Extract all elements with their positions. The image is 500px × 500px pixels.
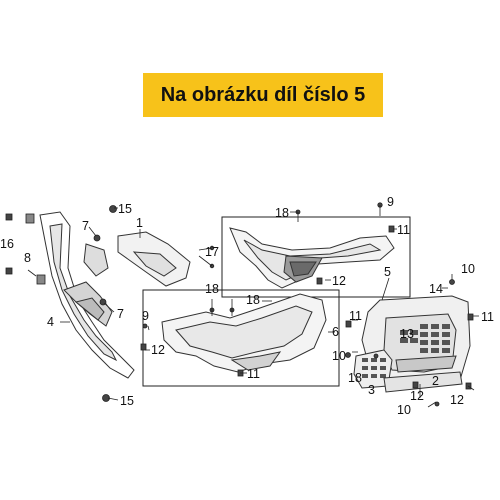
screw-9-mid <box>142 323 148 329</box>
clip-7-top <box>93 234 101 242</box>
callout-15-top: 15 <box>118 202 132 216</box>
callout-3: 3 <box>368 383 375 397</box>
callout-2: 2 <box>432 374 439 388</box>
nut-16-top <box>5 213 13 221</box>
callout-11-top: 11 <box>397 223 410 237</box>
callout-labels: 15 1 7 16 8 17 4 7 15 18 9 11 12 18 18 9… <box>0 195 494 417</box>
nut-12-right <box>412 381 419 389</box>
screw-10-bottom <box>434 401 440 407</box>
leader-lines <box>27 205 479 408</box>
callout-16: 16 <box>0 237 14 251</box>
callout-10-bottom: 10 <box>397 403 411 417</box>
callout-9-top: 9 <box>387 195 394 209</box>
callout-1: 1 <box>136 216 143 230</box>
nut-11-left <box>345 320 352 328</box>
callout-18-top: 18 <box>275 206 289 220</box>
grommet-8-bottom <box>36 274 46 285</box>
clip-18-low <box>373 353 379 359</box>
nut-12-top <box>316 277 323 285</box>
callout-10-top: 10 <box>461 262 475 276</box>
callout-18-mid2: 18 <box>246 293 260 307</box>
callout-18-low: 18 <box>348 371 362 385</box>
part-4-front-panel <box>39 211 135 379</box>
title-banner-text: Na obrázku díl číslo 5 <box>160 83 366 106</box>
callout-7-bottom: 7 <box>117 307 124 321</box>
callout-9-mid: 9 <box>142 309 149 323</box>
callout-12-right: 12 <box>410 389 424 403</box>
group-box-top <box>221 216 411 298</box>
callout-12-mid: 12 <box>151 343 165 357</box>
callout-8: 8 <box>24 251 31 265</box>
part-2-lower-strip <box>383 371 463 393</box>
title-banner: Na obrázku díl číslo 5 <box>143 73 383 117</box>
callout-11-mid: 11 <box>247 367 260 381</box>
callout-11-left: 11 <box>349 309 362 323</box>
callout-12-bottom: 12 <box>450 393 464 407</box>
group-box-middle <box>142 289 340 387</box>
nut-16-bottom <box>5 267 13 275</box>
callout-10-mid: 10 <box>332 349 346 363</box>
screw-15-top <box>109 205 117 213</box>
part-1-cover <box>117 231 191 287</box>
callout-18-mid: 18 <box>205 282 219 296</box>
part-6-floor-panel <box>161 293 327 373</box>
callout-14: 14 <box>429 282 443 296</box>
part-top-floor-panel <box>229 227 395 289</box>
callout-12-top: 12 <box>332 274 346 288</box>
nut-11-right <box>467 313 474 321</box>
nut-12-mid <box>140 343 147 351</box>
callout-15-bottom: 15 <box>120 394 134 408</box>
grommet-8-top <box>25 213 35 224</box>
callout-13: 13 <box>400 327 414 341</box>
callout-11-right: 11 <box>481 310 494 324</box>
callout-17: 17 <box>205 245 219 259</box>
screw-10-top <box>449 279 455 285</box>
callout-5: 5 <box>384 265 391 279</box>
callout-4: 4 <box>47 315 54 329</box>
callout-6: 6 <box>332 325 339 339</box>
callout-7-top: 7 <box>82 219 89 233</box>
screw-10-mid <box>345 352 351 358</box>
